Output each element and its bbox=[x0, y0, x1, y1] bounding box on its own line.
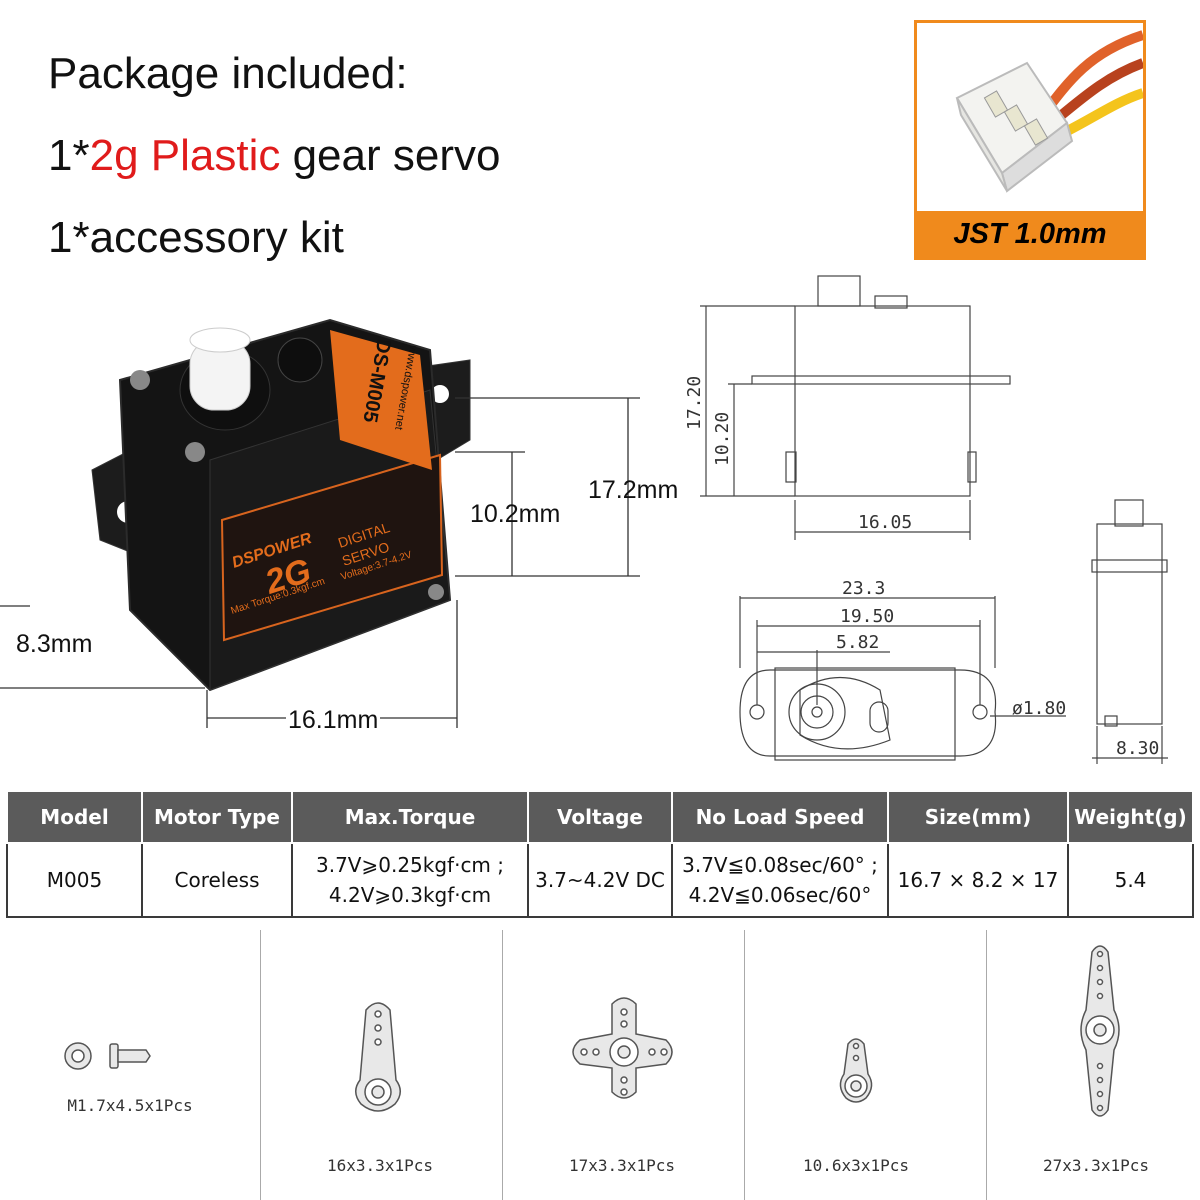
cross-horn-icon bbox=[572, 997, 673, 1099]
header-motor-type: Motor Type bbox=[141, 790, 293, 844]
photo-dim-height-total: 17.2mm bbox=[588, 476, 679, 504]
photo-dim-height-body: 10.2mm bbox=[470, 500, 561, 528]
accessory-caption-double-arm: 27x3.3x1Pcs bbox=[1043, 1156, 1149, 1175]
accessory-caption-cross: 17x3.3x1Pcs bbox=[569, 1156, 675, 1175]
cell-model: M005 bbox=[6, 842, 143, 918]
cell-size: 16.7 × 8.2 × 17 bbox=[887, 842, 1069, 918]
servo-body-icon bbox=[91, 318, 471, 692]
cell-torque-line2: 4.2V⩾0.3kgf·cm bbox=[328, 883, 492, 907]
single-arm-horn-icon bbox=[355, 1002, 401, 1112]
photo-dim-width: 16.1mm bbox=[286, 706, 381, 735]
cell-voltage: 3.7~4.2V DC bbox=[527, 842, 673, 918]
header-no-load-speed: No Load Speed bbox=[671, 790, 889, 844]
screw-icon bbox=[64, 1042, 151, 1070]
dim-side-height-body: 10.20 bbox=[712, 412, 733, 466]
dim-end-width: 8.30 bbox=[1116, 738, 1159, 759]
spec-table-row: M005 Coreless 3.7V⩾0.25kgf·cm ; 4.2V⩾0.3k… bbox=[6, 842, 1194, 918]
accessory-caption-short-arm: 10.6x3x1Pcs bbox=[803, 1156, 909, 1175]
top-view-drawing bbox=[739, 596, 1066, 761]
dim-hole-diameter: ø1.80 bbox=[1012, 698, 1066, 719]
accessory-divider bbox=[502, 930, 503, 1200]
package-line-servo: 1*2g Plastic gear servo bbox=[48, 134, 500, 178]
short-arm-horn-icon bbox=[839, 1038, 873, 1103]
servo-illustration: DS-M005 www.dspower.net DSPOWER 2G DIGIT… bbox=[0, 275, 1168, 764]
cell-weight: 5.4 bbox=[1067, 842, 1194, 918]
accessory-divider bbox=[744, 930, 745, 1200]
accessory-caption-screw: M1.7x4.5x1Pcs bbox=[67, 1096, 193, 1115]
package-heading: Package included: bbox=[48, 49, 408, 98]
header-weight: Weight(g) bbox=[1067, 790, 1194, 844]
header-size: Size(mm) bbox=[887, 790, 1069, 844]
cell-motor-type: Coreless bbox=[141, 842, 293, 918]
jst-connector-label: JST 1.0mm bbox=[917, 211, 1143, 257]
jst-connector-panel: JST 1.0mm bbox=[914, 20, 1146, 260]
cell-torque-line1: 3.7V⩾0.25kgf·cm ; bbox=[315, 853, 505, 877]
cell-speed-line1: 3.7V≦0.08sec/60° ; bbox=[682, 853, 878, 877]
dim-side-width: 16.05 bbox=[858, 512, 912, 533]
package-line-servo-highlight: 2g Plastic bbox=[89, 131, 281, 180]
side-view-drawing bbox=[700, 275, 1011, 540]
accessory-divider bbox=[986, 930, 987, 1200]
dim-top-holes: 19.50 bbox=[840, 606, 894, 627]
end-view-drawing bbox=[1091, 499, 1168, 764]
dim-side-height-total: 17.20 bbox=[684, 376, 705, 430]
package-line-servo-suffix: gear servo bbox=[280, 131, 501, 180]
double-arm-horn-icon bbox=[1080, 945, 1120, 1117]
spec-table: Model Motor Type Max.Torque Voltage No L… bbox=[6, 790, 1194, 918]
package-line-accessory: 1*accessory kit bbox=[48, 213, 344, 262]
photo-dim-depth: 8.3mm bbox=[16, 630, 93, 658]
package-line-servo-prefix: 1* bbox=[48, 131, 90, 180]
cell-max-torque: 3.7V⩾0.25kgf·cm ; 4.2V⩾0.3kgf·cm bbox=[291, 842, 529, 918]
header-model: Model bbox=[6, 790, 143, 844]
spec-table-header-row: Model Motor Type Max.Torque Voltage No L… bbox=[6, 790, 1194, 844]
header-voltage: Voltage bbox=[527, 790, 673, 844]
accessory-caption-single-arm: 16x3.3x1Pcs bbox=[327, 1156, 433, 1175]
cell-no-load-speed: 3.7V≦0.08sec/60° ; 4.2V≦0.06sec/60° bbox=[671, 842, 889, 918]
header-max-torque: Max.Torque bbox=[291, 790, 529, 844]
accessory-divider bbox=[260, 930, 261, 1200]
jst-connector-icon bbox=[955, 30, 1143, 193]
dim-top-overall: 23.3 bbox=[842, 578, 885, 599]
cell-speed-line2: 4.2V≦0.06sec/60° bbox=[688, 883, 872, 907]
dim-top-shaft: 5.82 bbox=[836, 632, 879, 653]
